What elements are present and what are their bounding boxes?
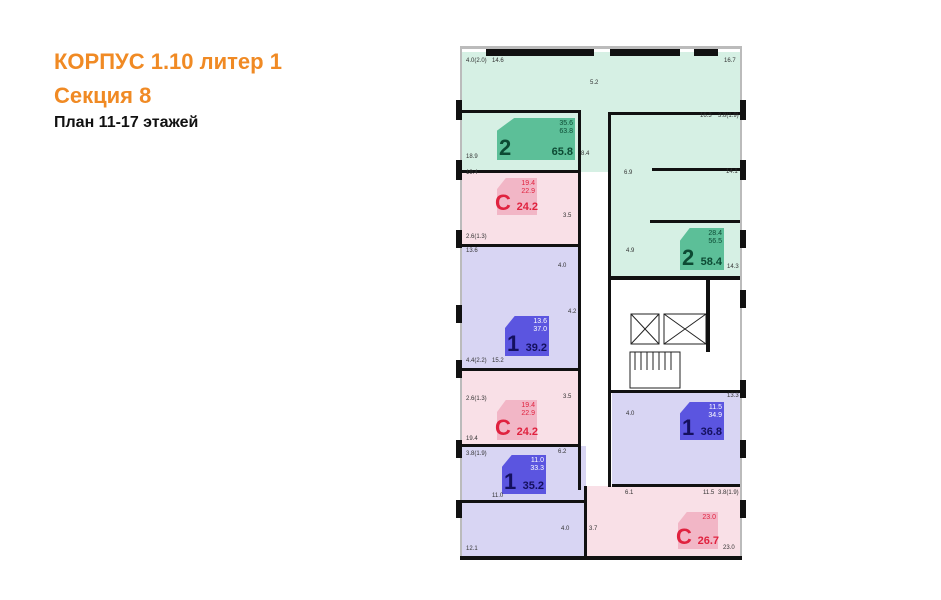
room-area-label: 3.5 bbox=[563, 213, 572, 219]
room-count: С bbox=[676, 524, 692, 549]
room-area-label: 13.6 bbox=[466, 248, 478, 254]
total-area: 24.2 bbox=[516, 201, 538, 213]
section-title: Секция 8 bbox=[54, 83, 152, 108]
staircase bbox=[629, 351, 681, 389]
living-area: 13.6 bbox=[533, 318, 547, 325]
room-count: С bbox=[495, 415, 511, 440]
elevator-small bbox=[630, 313, 660, 345]
living-area: 11.0 bbox=[530, 457, 544, 464]
total-area: 58.4 bbox=[700, 256, 722, 268]
net-area: 22.9 bbox=[521, 188, 535, 195]
badge-background bbox=[497, 400, 537, 440]
room-area-label: 3.8(1.9) bbox=[718, 113, 739, 119]
room-area-label: 4.9 bbox=[626, 248, 635, 254]
room-area-label: 19.4 bbox=[466, 170, 478, 176]
total-area: 39.2 bbox=[525, 342, 547, 354]
walls bbox=[456, 46, 746, 560]
room-area-label: 3.5 bbox=[563, 394, 572, 400]
room-count: 1 bbox=[682, 415, 695, 440]
room-area-label: 11.0 bbox=[492, 493, 504, 499]
room-area-label: 19.4 bbox=[466, 436, 478, 442]
net-area: 34.9 bbox=[708, 412, 722, 419]
room-area-label: 2.6(1.3) bbox=[466, 396, 487, 402]
total-area: 65.8 bbox=[551, 146, 573, 158]
room-area-label: 23.0 bbox=[723, 545, 735, 551]
room-area-label: 14.6 bbox=[492, 58, 504, 64]
room-area-label: 4.2 bbox=[568, 309, 577, 315]
room-count: 1 bbox=[504, 469, 517, 494]
room-area-label: 4.0 bbox=[558, 263, 567, 269]
total-area: 24.2 bbox=[516, 426, 538, 438]
room-area-label: 3.7 bbox=[589, 526, 598, 532]
badge-background bbox=[678, 512, 718, 549]
room-area-label: 16.3 bbox=[700, 113, 712, 119]
room-area-label: 3.8(1.9) bbox=[718, 490, 739, 496]
living-area: 19.4 bbox=[521, 180, 535, 187]
living-area: 19.4 bbox=[521, 402, 535, 409]
living-area: 35.6 bbox=[559, 120, 573, 127]
room-area-label: 13.3 bbox=[727, 393, 739, 399]
room-area-label: 14.3 bbox=[727, 264, 739, 270]
room-area-label: 18.9 bbox=[466, 154, 478, 160]
building-title: КОРПУС 1.10 литер 1 bbox=[54, 49, 282, 74]
room-area-label: 8.4 bbox=[581, 151, 590, 157]
room-area-label: 4.0 bbox=[626, 411, 635, 417]
floor-plan-subtitle: План 11-17 этажей bbox=[54, 114, 199, 131]
room-area-label: 6.9 bbox=[624, 170, 633, 176]
net-area: 63.8 bbox=[559, 128, 573, 135]
room-area-label: 4.0(2.0) bbox=[466, 58, 487, 64]
room-count: 2 bbox=[682, 245, 695, 270]
room-area-label: 12.1 bbox=[466, 546, 478, 552]
room-count: 2 bbox=[499, 135, 512, 160]
total-area: 26.7 bbox=[697, 535, 719, 547]
badge-background bbox=[497, 178, 537, 215]
total-area: 35.2 bbox=[522, 480, 544, 492]
room-area-label: 16.7 bbox=[724, 58, 736, 64]
room-area-label: 3.8(1.9) bbox=[466, 451, 487, 457]
net-area: 22.9 bbox=[521, 410, 535, 417]
room-area-label: 14.1 bbox=[726, 169, 738, 175]
room-area-label: 6.2 bbox=[558, 449, 567, 455]
living-area: 28.4 bbox=[708, 230, 722, 237]
living-area: 23.0 bbox=[702, 514, 716, 521]
room-area-label: 6.1 bbox=[625, 490, 634, 496]
room-area-label: 11.5 bbox=[703, 490, 715, 496]
room-area-label: 4.0 bbox=[561, 526, 570, 532]
room-area-label: 2.6(1.3) bbox=[466, 234, 487, 240]
total-area: 36.8 bbox=[700, 426, 722, 438]
room-count: С bbox=[495, 190, 511, 215]
room-area-label: 15.2 bbox=[492, 358, 504, 364]
room-area-label: 5.2 bbox=[590, 80, 599, 86]
net-area: 33.3 bbox=[530, 465, 544, 472]
living-area: 11.5 bbox=[708, 404, 722, 411]
apt-65-8-area[interactable] bbox=[462, 52, 740, 110]
room-area-label: 4.4(2.2) bbox=[466, 358, 487, 364]
core bbox=[629, 313, 707, 389]
room-count: 1 bbox=[507, 331, 520, 356]
net-area: 56.5 bbox=[708, 238, 722, 245]
net-area: 37.0 bbox=[533, 326, 547, 333]
